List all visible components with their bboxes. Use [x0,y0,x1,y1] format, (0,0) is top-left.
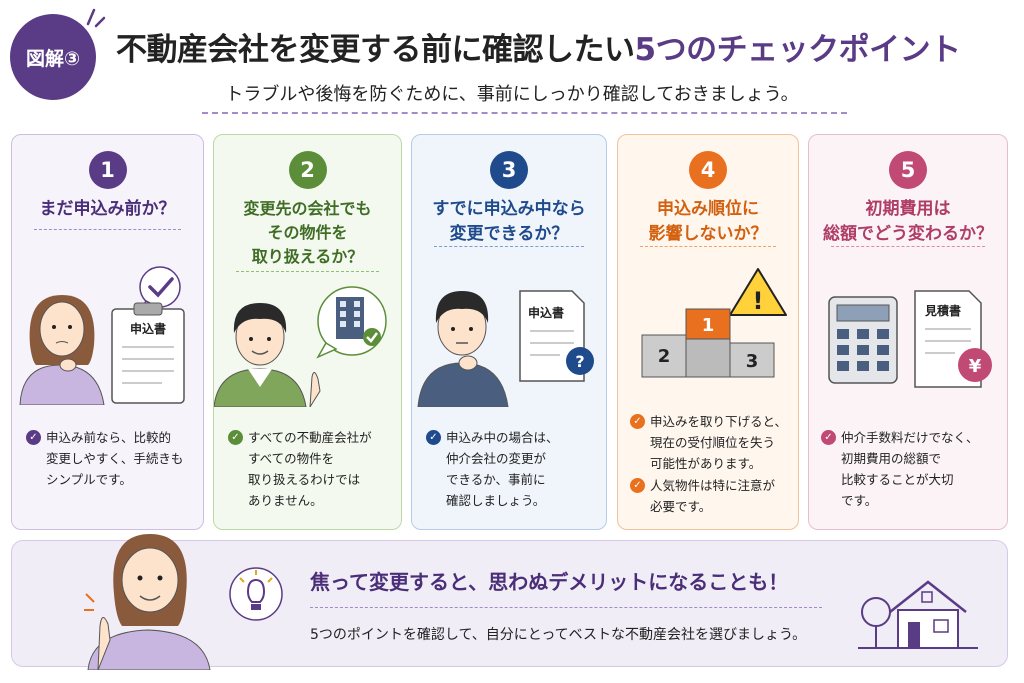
podium-warning-icon: ! 1 2 3 [641,268,787,378]
card-number: 5 [889,151,927,189]
yen-mark: ¥ [969,356,982,377]
warning-mark: ! [753,287,764,315]
calculator-estimate-icon: 見積書 ¥ [828,290,992,388]
check-icon: ✓ [228,430,243,445]
checkpoint-card-2: 2 変更先の会社でもその物件を取り扱えるか？ ✓ すべての不動産会社がすべての物… [213,134,402,530]
checkpoint-card-1: 1 まだ申込み前か？ 申込書 ✓ 申込み前なら、比較的変更しやすく、手続きもシン… [11,134,204,530]
svg-text:1: 1 [702,315,715,336]
card-question: 申込み順位に影響しないか？ [648,199,768,244]
card-number: 3 [490,151,528,189]
card-question: 初期費用は総額でどう変わるか？ [823,199,993,244]
card-divider [236,271,379,272]
card-bullet: ✓ 申込み中の場合は、仲介会社の変更ができるか、事前に確認しましょう。 [426,427,602,511]
banner-headline: 焦って変更すると、思わぬデメリットになることも！ [310,570,789,594]
woman-pointing-icon [84,534,211,670]
checkpoint-card-5: 5 初期費用は総額でどう変わるか？ 見積書 ¥ ✓ 仲介手数料だけでなく、初期費… [808,134,1008,530]
card-bullet: ✓ 仲介手数料だけでなく、初期費用の総額で比較することが大切です。 [821,427,1003,511]
card-divider [831,246,985,247]
person-pointing-building-icon [214,286,387,407]
doc-label: 申込書 [130,321,166,336]
card-question: すでに申込み中なら変更できるか？ [432,199,586,244]
title-highlight: 5つのチェックポイント [634,32,962,68]
card-divider [434,246,584,247]
lightbulb-icon [229,567,283,621]
banner-divider [310,607,822,608]
check-icon: ✓ [26,430,41,445]
checkpoint-card-3: 3 すでに申込み中なら変更できるか？ 申込書 ? ✓ 申込み中の場合は、仲介会社… [411,134,607,530]
svg-text:2: 2 [658,346,671,367]
check-icon: ✓ [630,414,645,429]
card-number: 4 [689,151,727,189]
doc-label: 見積書 [924,303,961,318]
section-badge: 図解③ [10,14,96,100]
person-thinking-clipboard-icon: 申込書 [19,266,185,405]
house-icon [858,580,978,649]
card-bullet: ✓ 申込みを取り下げると、現在の受付順位を失う可能性があります。 [630,411,796,474]
sparkle-icon [86,8,106,28]
check-icon: ✓ [426,430,441,445]
card-number: 2 [288,151,327,189]
svg-text:3: 3 [746,351,759,372]
question-mark: ? [575,352,584,371]
check-icon: ✓ [821,430,836,445]
subtitle-divider [202,112,847,114]
card-question: 変更先の会社でもその物件を取り扱えるか？ [243,199,372,266]
title-main: 不動産会社を変更する前に確認したい [116,32,635,68]
check-icon: ✓ [630,478,645,493]
card-bullet: ✓ 申込み前なら、比較的変更しやすく、手続きもシンプルです。 [26,427,198,490]
card-bullet: ✓ すべての不動産会社がすべての物件を取り扱えるわけではありません。 [228,427,398,511]
card-number: 1 [88,151,127,189]
page-title: 不動産会社を変更する前に確認したい5つのチェックポイント [116,24,1016,69]
person-thinking-document-icon: 申込書 ? [417,290,594,407]
card-bullet: ✓ 人気物件は特に注意が必要です。 [630,475,796,517]
card-question: まだ申込み前か？ [39,199,176,219]
card-divider [34,229,181,230]
checkpoint-card-4: 4 申込み順位に影響しないか？ ! 1 2 3 ✓ 申込みを取り下げると、現在の… [617,134,799,530]
banner-text: 5つのポイントを確認して、自分にとってベストな不動産会社を選びましょう。 [310,627,807,643]
doc-label: 申込書 [528,305,564,320]
card-divider [640,246,776,247]
page-subtitle: トラブルや後悔を防ぐために、事前にしっかり確認しておきましょう。 [225,84,799,105]
